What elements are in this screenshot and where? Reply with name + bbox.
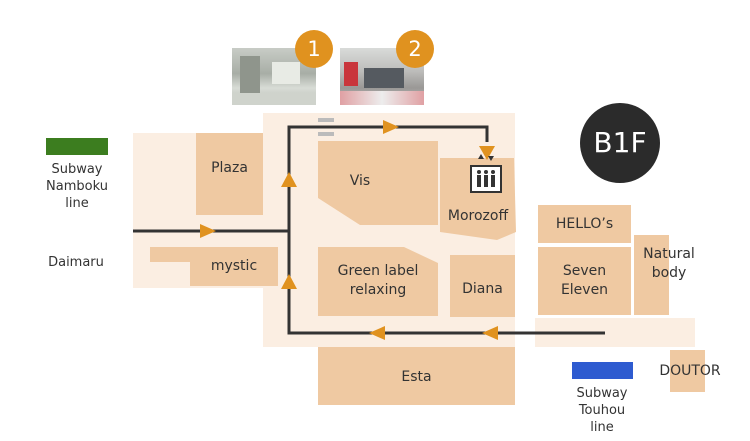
shop-seven-eleven-block xyxy=(538,247,631,315)
shop-diana-block xyxy=(450,255,515,317)
arrow-icon xyxy=(281,172,297,187)
arrow-icon xyxy=(482,326,498,340)
shop-doutor[interactable]: DOUTOR xyxy=(659,363,721,379)
namboku-line-label: Subway Namboku line xyxy=(46,162,108,211)
stair-marker xyxy=(318,132,334,136)
shop-mystic-block xyxy=(150,247,278,286)
viewpoint-photo-2[interactable] xyxy=(340,48,424,105)
shop-doutor-block xyxy=(670,350,705,392)
shop-natural-body[interactable]: Natural body xyxy=(643,246,695,281)
route-line xyxy=(287,125,605,335)
shop-vis[interactable]: Vis xyxy=(349,173,371,189)
shop-esta[interactable]: Esta xyxy=(401,369,432,385)
shop-diana[interactable]: Diana xyxy=(462,281,503,297)
shop-mystic[interactable]: mystic xyxy=(210,258,258,274)
touhou-line-marker xyxy=(572,362,633,379)
arrow-icon xyxy=(479,146,495,160)
touhou-line-label: Subway Touhou line xyxy=(576,386,628,435)
arrow-icon xyxy=(281,274,297,289)
shop-green-label-block xyxy=(318,247,438,316)
shop-morozoff[interactable]: Morozoff xyxy=(447,208,509,224)
arrow-icon xyxy=(383,120,399,134)
shop-vis-block xyxy=(318,141,438,225)
elevator-icon xyxy=(470,154,502,193)
shop-hellos-block xyxy=(538,205,631,243)
floor-badge: B1F xyxy=(580,103,660,183)
shop-seven-eleven[interactable]: Seven Eleven xyxy=(560,263,609,298)
daimaru-label: Daimaru xyxy=(48,255,104,270)
namboku-line-marker xyxy=(46,138,108,155)
shop-plaza[interactable]: Plaza xyxy=(211,160,248,176)
viewpoint-badge-1[interactable]: 1 xyxy=(295,30,333,68)
arrow-icon xyxy=(200,224,216,238)
stair-marker xyxy=(318,118,334,122)
shop-esta-block xyxy=(318,347,515,405)
viewpoint-badge-2[interactable]: 2 xyxy=(396,30,434,68)
shop-hellos[interactable]: HELLO’s xyxy=(555,216,614,232)
shop-green-label-relaxing[interactable]: Green label relaxing xyxy=(337,263,419,298)
shop-plaza-block xyxy=(196,133,263,215)
shop-natural-body-block xyxy=(634,235,669,315)
arrow-icon xyxy=(369,326,385,340)
